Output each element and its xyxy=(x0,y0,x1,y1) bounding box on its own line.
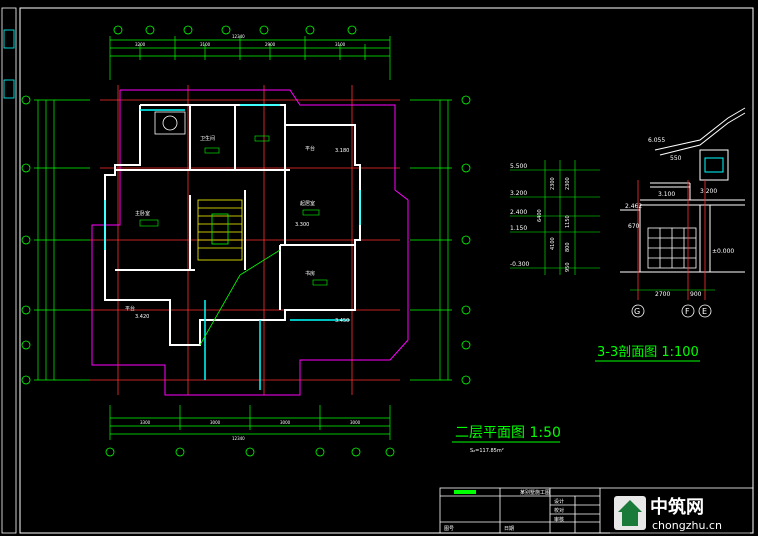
bottom-dimensions xyxy=(109,405,391,440)
elev-3200: 3.200 xyxy=(510,190,527,197)
title-block-texts: 某别墅施工图 设计 校对 审核 图号 日期 xyxy=(444,489,564,532)
plan-title: 二层平面图 1:50 xyxy=(455,425,561,441)
watermark-logo: 中筑网 chongzhu.cn xyxy=(610,492,750,534)
staircase xyxy=(197,199,243,261)
bottom-dim-3: 3000 xyxy=(280,420,291,425)
left-strip-marks xyxy=(3,29,15,99)
watermark-en: chongzhu.cn xyxy=(652,519,722,532)
second-floor-plan[interactable]: 12340 3200 3100 2900 3100 xyxy=(21,25,561,457)
title-block[interactable] xyxy=(439,487,754,534)
section-axis-bubbles: G F E xyxy=(631,304,712,318)
bathtub xyxy=(154,111,186,135)
tb-design: 设计 xyxy=(554,498,564,505)
hdim-2700: 2700 xyxy=(655,291,670,298)
drawing-frame xyxy=(19,7,754,534)
room-terrace-elev: 3.180 xyxy=(335,148,349,154)
section-level-lines xyxy=(510,160,600,275)
room-tags xyxy=(139,135,328,286)
section-title: 3-3剖面图 1:100 xyxy=(597,345,699,360)
vdim-4: 800 xyxy=(565,242,571,252)
watermark-cn: 中筑网 xyxy=(650,496,704,518)
axis-f: F xyxy=(685,307,690,316)
windows xyxy=(104,104,361,390)
bottom-dim-1: 3300 xyxy=(140,420,151,425)
tb-drawing-no: 图号 xyxy=(444,526,454,532)
hdim-900: 900 xyxy=(690,291,702,298)
elev-3200-right: 3.200 xyxy=(700,188,717,195)
section-red-axes xyxy=(637,180,706,300)
elev-2400: 2.400 xyxy=(510,209,527,216)
room-master-bedroom: 主卧室 xyxy=(135,210,150,217)
room-bathroom: 卫生间 xyxy=(200,135,215,142)
elev-5500: 5.500 xyxy=(510,163,527,170)
elev-minus-0300: -0.300 xyxy=(510,261,530,268)
vdim-6: 6400 xyxy=(537,209,543,222)
elev-0000: ±0.000 xyxy=(712,248,734,255)
section-3-3[interactable]: 5.500 3.200 2.400 1.150 -0.300 6.055 3.1… xyxy=(510,107,746,362)
room-labels: 主卧室 卫生间 起居室 平台 书房 平台 3.300 3.180 3.450 3… xyxy=(125,135,349,324)
room-study-elev: 3.450 xyxy=(335,318,349,324)
top-dimensions xyxy=(109,36,391,80)
right-axis-bubbles xyxy=(461,95,471,385)
axis-e: E xyxy=(702,307,707,316)
tb-review: 审核 xyxy=(554,516,564,523)
tb-check: 校对 xyxy=(554,507,564,514)
bottom-dim-2: 3000 xyxy=(210,420,221,425)
tb-date: 日期 xyxy=(504,526,514,532)
room-terrace: 平台 xyxy=(305,145,315,152)
tb-project: 某别墅施工图 xyxy=(520,489,550,496)
top-dimension-texts: 12340 3200 3100 2900 3100 xyxy=(135,34,346,47)
void-lines xyxy=(199,249,281,346)
top-dim-3: 2900 xyxy=(265,42,276,47)
section-horizontal-dim-texts: 2700 900 550 670 xyxy=(628,155,702,298)
frame-left-strip xyxy=(1,7,17,534)
room-terrace-2: 平台 xyxy=(125,305,135,312)
top-total-dim: 12340 xyxy=(232,34,245,39)
bottom-total-dim: 12340 xyxy=(232,436,245,441)
eave-outline xyxy=(91,89,409,396)
vdim-1: 2300 xyxy=(550,177,556,190)
room-study: 书房 xyxy=(305,270,315,277)
right-dimensions xyxy=(410,99,452,381)
walls xyxy=(104,104,361,346)
left-dimensions xyxy=(34,99,90,381)
vdim-5: 950 xyxy=(565,262,571,272)
section-elev-labels: 5.500 3.200 2.400 1.150 -0.300 6.055 3.1… xyxy=(510,137,734,268)
top-axis-bubbles xyxy=(113,25,357,35)
elev-3100: 3.100 xyxy=(658,191,675,198)
top-dim-2: 3100 xyxy=(200,42,211,47)
plan-area: S₂=117.85m² xyxy=(470,448,504,454)
elev-6055: 6.055 xyxy=(648,137,665,144)
section-building xyxy=(620,107,746,273)
label-670: 670 xyxy=(628,223,640,230)
elev-1150: 1.150 xyxy=(510,225,527,232)
room-living: 起居室 xyxy=(300,200,315,207)
bottom-dim-4: 3000 xyxy=(350,420,361,425)
left-axis-bubbles xyxy=(21,95,31,385)
vdim-7: 4100 xyxy=(550,237,556,250)
bottom-axis-bubbles xyxy=(105,447,395,457)
section-vertical-dims: 2300 2300 1150 800 950 6400 4100 xyxy=(537,177,571,272)
label-550: 550 xyxy=(670,155,682,162)
top-dim-1: 3200 xyxy=(135,42,146,47)
elev-2462: 2.462 xyxy=(625,203,642,210)
bottom-dimension-texts: 12340 3300 3000 3000 3000 xyxy=(140,420,361,441)
room-living-elev: 3.300 xyxy=(295,222,309,228)
top-dim-4: 3100 xyxy=(335,42,346,47)
vdim-2: 2300 xyxy=(565,177,571,190)
garage-door xyxy=(647,227,697,269)
axis-g: G xyxy=(634,307,640,316)
room-bedroom-elev: 3.420 xyxy=(135,314,149,320)
vdim-3: 1150 xyxy=(565,215,571,228)
